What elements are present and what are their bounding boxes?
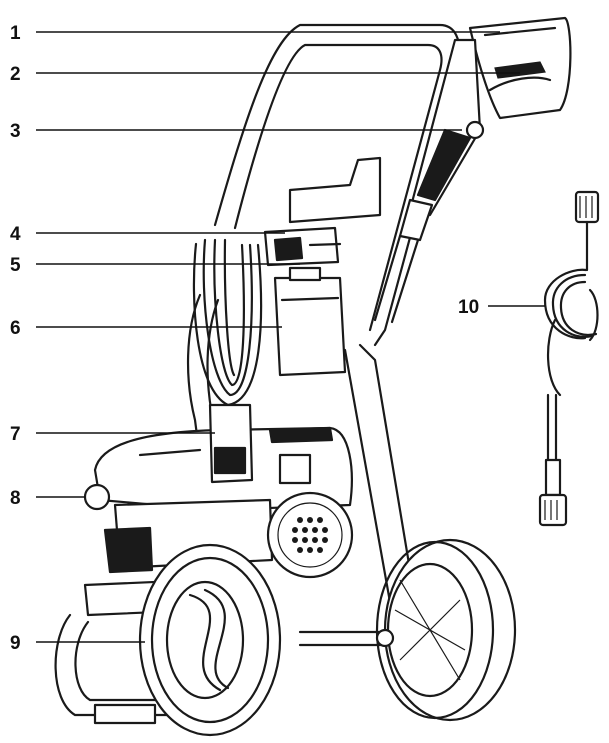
callout-4: 4 [10,224,21,245]
high-pressure-hose [538,190,600,527]
callout-2: 2 [10,64,21,85]
callout-10: 10 [458,297,479,318]
engine [93,403,353,512]
fan-grille [292,517,328,553]
detergent-tank [273,266,347,377]
callout-numbers: 1 2 3 4 5 6 7 8 9 10 [10,23,479,654]
rear-wheel [375,538,517,722]
hose-hook-area [263,156,382,267]
callout-1: 1 [10,23,21,44]
callout-8: 8 [10,488,21,509]
spray-gun [373,16,572,324]
callout-leaders [36,31,545,643]
front-wheel [138,543,282,737]
callout-6: 6 [10,318,21,339]
callout-5: 5 [10,255,21,276]
callout-9: 9 [10,633,21,654]
callout-7: 7 [10,424,21,445]
callout-3: 3 [10,121,21,142]
